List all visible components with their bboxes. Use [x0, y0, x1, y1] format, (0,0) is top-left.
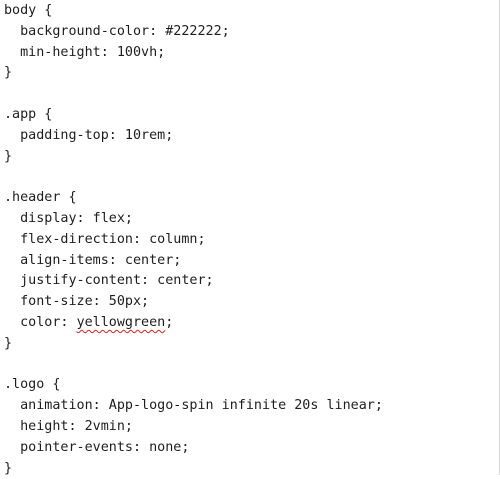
code-line-2: background-color: #222222;	[20, 23, 230, 39]
code-line-11: display: flex;	[20, 210, 133, 226]
code-line-4: }	[4, 65, 13, 81]
code-line-6: .app {	[4, 106, 53, 122]
code-line-7: padding-top: 10rem;	[20, 127, 174, 143]
code-line-16: color: yellowgreen;	[20, 314, 174, 330]
code-line-10: .header {	[4, 190, 77, 206]
code-line-15: font-size: 50px;	[20, 294, 150, 310]
code-line-18	[4, 355, 499, 376]
code-line-14: justify-content: center;	[20, 273, 214, 289]
code-line-19: .logo {	[4, 377, 61, 393]
code-line-5	[4, 84, 499, 105]
code-line-22: pointer-events: none;	[20, 439, 190, 455]
code-line-20: animation: App-logo-spin infinite 20s li…	[20, 398, 383, 414]
code-line-23: }	[4, 460, 13, 476]
code-line-1: body {	[4, 3, 53, 18]
code-line-21: height: 2vmin;	[20, 418, 133, 434]
code-line-3: min-height: 100vh;	[20, 44, 166, 60]
code-line-8: }	[4, 148, 13, 164]
code-line-13: align-items: center;	[20, 252, 182, 268]
code-line-9	[4, 167, 499, 188]
code-line-17: }	[4, 335, 13, 351]
spellcheck-underlined-word: yellowgreen	[76, 314, 166, 330]
code-line-12: flex-direction: column;	[20, 231, 206, 247]
